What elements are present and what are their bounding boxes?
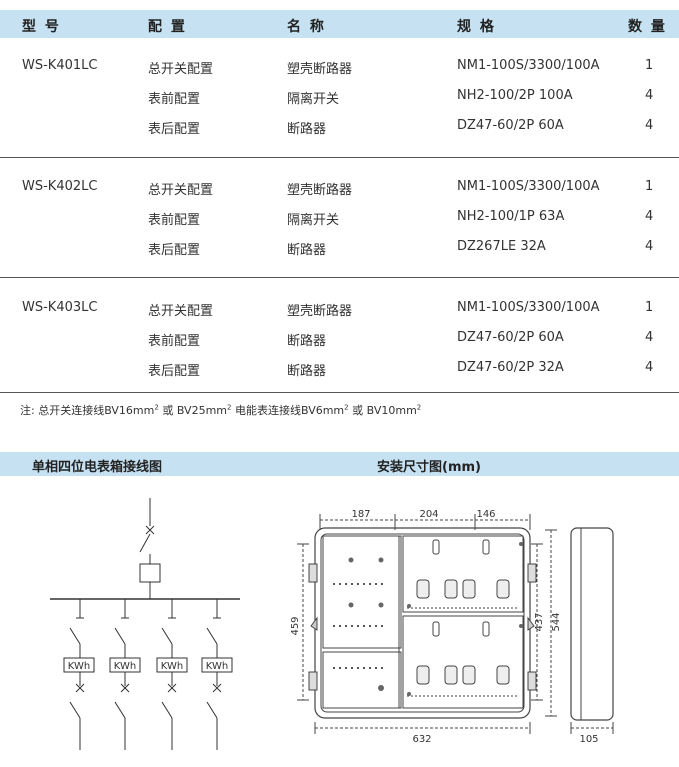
qty-cell: 4 — [645, 118, 654, 133]
qty-cell: 4 — [645, 330, 654, 345]
spec-cell: NM1-100S/3300/100A — [457, 58, 600, 73]
dim-label: 544 — [551, 612, 562, 631]
name-cell: 隔离开关 — [287, 92, 340, 107]
name-cell: 塑壳断路器 — [287, 62, 353, 77]
spec-cell: NM1-100S/3300/100A — [457, 179, 600, 194]
footnote-text: 或 BV10mm — [352, 404, 417, 417]
table-header: 型 号 配 置 名 称 规 格 数 量 — [0, 10, 679, 38]
config-cell: 总开关配置 — [148, 304, 214, 319]
dimension-diagram-title: 安装尺寸图(mm) — [377, 460, 481, 475]
name-cell: 隔离开关 — [287, 213, 340, 228]
name-cell: 塑壳断路器 — [287, 183, 353, 198]
config-cell: 总开关配置 — [148, 62, 214, 77]
col-qty-header: 数 量 — [628, 19, 667, 35]
dim-label: 146 — [476, 509, 495, 520]
qty-cell: 4 — [645, 360, 654, 375]
dim-label: 187 — [351, 509, 370, 520]
model-cell: WS-K401LC — [22, 58, 98, 73]
footnote: 注: 总开关连接线BV16mm2 或 BV25mm2 电能表连接线BV6mm2 … — [20, 403, 422, 417]
spec-cell: NM1-100S/3300/100A — [457, 300, 600, 315]
meter-box — [63, 657, 95, 673]
dim-label: 632 — [412, 734, 431, 745]
meter-label: KWh — [161, 661, 183, 672]
dim-label: 459 — [290, 616, 301, 635]
meter-label: KWh — [206, 661, 228, 672]
spec-cell: NH2-100/2P 100A — [457, 88, 573, 103]
wiring-diagram-title: 单相四位电表箱接线图 — [32, 460, 163, 475]
col-name-header: 名 称 — [287, 19, 326, 35]
row-divider — [0, 157, 679, 158]
config-cell: 表后配置 — [148, 243, 201, 258]
row-divider — [0, 392, 679, 393]
branch-circuit — [206, 599, 221, 658]
qty-cell: 1 — [645, 300, 654, 315]
diagram-section-header: 单相四位电表箱接线图 安装尺寸图(mm) — [0, 452, 679, 476]
name-cell: 断路器 — [287, 334, 327, 349]
model-cell: WS-K403LC — [22, 300, 98, 315]
qty-cell: 4 — [645, 88, 654, 103]
spec-cell: DZ47-60/2P 60A — [457, 330, 564, 345]
branch-circuit — [161, 599, 176, 658]
qty-cell: 4 — [645, 209, 654, 224]
meter-label: KWh — [114, 661, 136, 672]
footnote-text: 或 BV25mm — [162, 404, 228, 417]
branch-circuit — [114, 599, 129, 658]
dim-label: 105 — [579, 734, 598, 745]
config-cell: 表前配置 — [148, 213, 201, 228]
dim-label: 437 — [534, 612, 545, 631]
qty-cell: 1 — [645, 58, 654, 73]
config-cell: 表前配置 — [148, 334, 201, 349]
wiring-diagram: KWh KWh KWh KWh — [50, 498, 240, 750]
name-cell: 断路器 — [287, 243, 327, 258]
footnote-text: 电能表连接线BV6mm — [234, 404, 345, 417]
spec-cell: DZ267LE 32A — [457, 239, 546, 254]
model-cell: WS-K402LC — [22, 179, 98, 194]
name-cell: 断路器 — [287, 364, 327, 379]
spec-cell: NH2-100/1P 63A — [457, 209, 565, 224]
row-divider — [0, 277, 679, 278]
config-cell: 总开关配置 — [148, 183, 214, 198]
config-cell: 表前配置 — [148, 92, 201, 107]
dimension-drawing: 187 204 146 459 — [290, 509, 614, 745]
qty-cell: 4 — [645, 239, 654, 254]
col-config-header: 配 置 — [148, 19, 187, 35]
spec-cell: DZ47-60/2P 32A — [457, 360, 564, 375]
footnote-text: 注: 总开关连接线BV16mm — [20, 404, 155, 417]
name-cell: 塑壳断路器 — [287, 304, 353, 319]
col-model-header: 型 号 — [22, 19, 61, 35]
config-cell: 表后配置 — [148, 364, 201, 379]
spec-cell: DZ47-60/2P 60A — [457, 118, 564, 133]
qty-cell: 1 — [645, 179, 654, 194]
config-cell: 表后配置 — [148, 122, 201, 137]
col-spec-header: 规 格 — [457, 19, 496, 35]
dim-label: 204 — [419, 509, 438, 520]
name-cell: 断路器 — [287, 122, 327, 137]
meter-label: KWh — [68, 661, 90, 672]
branch-circuit — [69, 599, 84, 658]
